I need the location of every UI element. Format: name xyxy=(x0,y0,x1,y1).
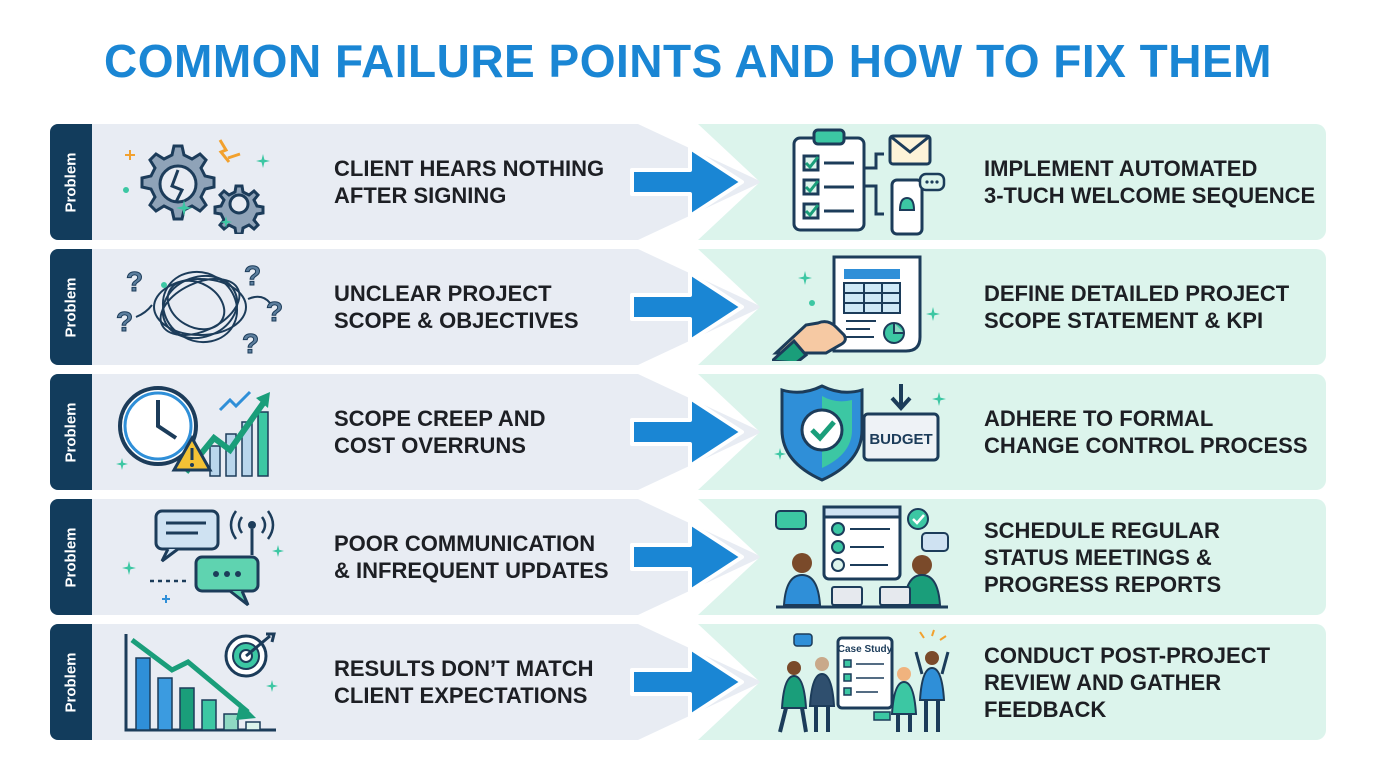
problem-tab-label: Problem xyxy=(62,401,80,463)
problem-tab-label: Problem xyxy=(62,526,80,588)
solution-text: IMPLEMENT AUTOMATED 3-TUCH WELCOME SEQUE… xyxy=(984,156,1316,208)
team-meeting-dashboard-icon xyxy=(775,505,949,609)
clock-rising-chart-warning-icon xyxy=(116,386,270,477)
case-study-label: Case Study xyxy=(838,644,893,655)
checklist-email-phone-icon xyxy=(792,128,946,236)
problem-tab: Problem xyxy=(50,249,92,365)
arrow-icon xyxy=(628,392,746,472)
svg-text:?: ? xyxy=(266,296,283,327)
problem-tab: Problem xyxy=(50,624,92,740)
shield-budget-icon: BUDGET xyxy=(774,384,946,482)
svg-text:?: ? xyxy=(116,306,133,337)
broken-gears-icon xyxy=(123,139,270,234)
solution-text: SCHEDULE REGULAR STATUS MEETINGS & PROGR… xyxy=(984,517,1222,597)
problem-text: CLIENT HEARS NOTHING AFTER SIGNING xyxy=(334,156,605,208)
scope-document-icon xyxy=(772,255,940,361)
problem-tab-label: Problem xyxy=(62,276,80,338)
failure-row-2: Problem ? ? ? ? ? UNCLEAR PROJECT SCOPE … xyxy=(50,249,1326,365)
declining-chart-target-icon xyxy=(124,632,278,732)
page-title: COMMON FAILURE POINTS AND HOW TO FIX THE… xyxy=(104,35,1272,87)
failure-row-3: Problem SCOPE CREEP AND COST OVERRUNS BU… xyxy=(50,374,1326,490)
svg-text:?: ? xyxy=(126,266,143,297)
problem-tab-label: Problem xyxy=(62,651,80,713)
problem-tab: Problem xyxy=(50,124,92,240)
problem-text: SCOPE CREEP AND COST OVERRUNS xyxy=(334,406,546,458)
problem-text: POOR COMMUNICATION & INFREQUENT UPDATES xyxy=(334,531,609,583)
arrow-icon xyxy=(628,267,746,347)
problem-text: UNCLEAR PROJECT SCOPE & OBJECTIVES xyxy=(334,281,579,333)
tangled-question-icon: ? ? ? ? ? xyxy=(116,260,284,360)
problem-tab-label: Problem xyxy=(62,151,80,213)
problem-tab: Problem xyxy=(50,374,92,490)
arrow-icon xyxy=(628,142,746,222)
svg-text:?: ? xyxy=(244,260,261,291)
problem-text: RESULTS DON’T MATCH CLIENT EXPECTATIONS xyxy=(334,656,594,708)
chat-bubbles-signal-icon xyxy=(122,509,284,607)
failure-row-5: Problem RESULTS DON’T MATCH CLIENT EXPEC… xyxy=(50,624,1326,740)
failure-row-1: Problem CLIENT HEARS NOTHING AFTER SIGNI… xyxy=(50,124,1326,240)
arrow-icon xyxy=(628,517,746,597)
problem-tab: Problem xyxy=(50,499,92,615)
budget-label: BUDGET xyxy=(869,431,932,448)
arrow-icon xyxy=(628,642,746,722)
failure-row-4: Problem POOR COMMUNICATION & INFREQUENT … xyxy=(50,499,1326,615)
solution-text: DEFINE DETAILED PROJECT SCOPE STATEMENT … xyxy=(984,281,1290,333)
solution-text: ADHERE TO FORMAL CHANGE CONTROL PROCESS xyxy=(984,406,1308,458)
team-case-study-icon: Case Study xyxy=(778,629,950,733)
svg-text:?: ? xyxy=(242,328,259,359)
solution-text: CONDUCT POST-PROJECT REVIEW AND GATHER F… xyxy=(984,642,1271,722)
